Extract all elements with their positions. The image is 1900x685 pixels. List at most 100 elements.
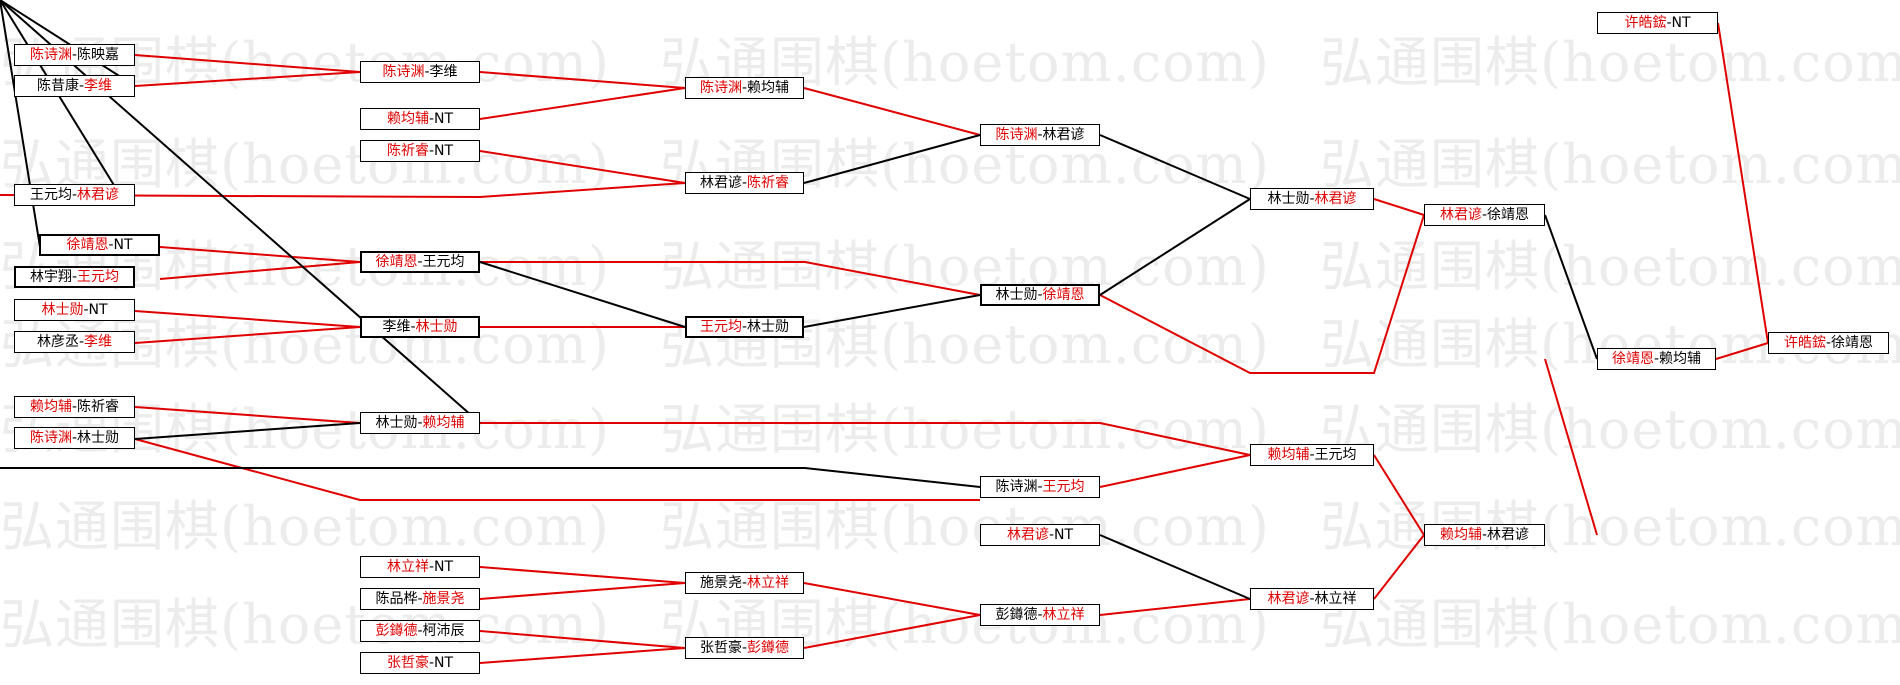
- bracket-line: [1373, 454, 1425, 536]
- player-name: 陈诗渊: [699, 80, 742, 96]
- bracket-match-box: 王元均-林士勋: [685, 316, 804, 338]
- bracket-line: [1099, 198, 1251, 296]
- player-name: 徐靖恩: [1042, 287, 1085, 303]
- player-name: 林宇翔: [29, 269, 72, 285]
- bracket-match-box: 林君谚-NT: [980, 524, 1100, 546]
- player-name: 林君谚: [1006, 527, 1049, 543]
- player-name: 彭鐏德: [995, 607, 1038, 623]
- bracket-line: [803, 294, 981, 328]
- player-name: 陈祈睿: [77, 399, 120, 415]
- bracket-match-box: 徐靖恩-赖均辅: [1597, 348, 1716, 370]
- bracket-line: [134, 326, 361, 344]
- bracket-line: [1717, 22, 1769, 344]
- bracket-match-box: 许皓鋐-NT: [1597, 12, 1718, 34]
- bracket-line: [134, 71, 361, 87]
- player-name: 林立祥: [1314, 591, 1357, 607]
- player-name: 徐靖恩: [375, 254, 418, 270]
- bracket-match-box: 陈诗渊-赖均辅: [685, 77, 804, 99]
- player-name: 彭鐏德: [375, 623, 418, 639]
- bracket-match-box: 陈诗渊-林士勋: [14, 427, 135, 449]
- player-name: 林彦丞: [36, 334, 79, 350]
- bracket-match-box: 林士勋-徐靖恩: [980, 284, 1100, 306]
- player-name: 赖均辅: [422, 415, 465, 431]
- bracket-line: [479, 566, 686, 584]
- bracket-line: [480, 422, 1251, 456]
- player-name: 林立祥: [747, 575, 790, 591]
- bracket-line: [134, 438, 980, 501]
- player-name: 林君谚: [1439, 207, 1482, 223]
- bracket-match-box: 林彦丞-李维: [14, 331, 135, 353]
- player-name: 陈昔康: [36, 78, 79, 94]
- bracket-line: [1544, 214, 1598, 360]
- bracket-match-box: 林宇翔-王元均: [14, 266, 135, 288]
- player-name: 许皓鋐: [1624, 15, 1667, 31]
- bracket-line: [0, 467, 981, 488]
- bracket-match-box: 张哲豪-彭鐏德: [685, 637, 804, 659]
- player-name: 林君谚: [1487, 527, 1530, 543]
- bracket-line: [480, 261, 981, 296]
- player-name: 王元均: [1042, 479, 1085, 495]
- player-name: 陈诗渊: [29, 430, 72, 446]
- bracket-match-box: 林君谚-徐靖恩: [1424, 204, 1545, 226]
- player-name: 李维: [429, 64, 458, 80]
- bracket-line: [134, 54, 361, 73]
- player-name: 徐靖恩: [66, 237, 109, 253]
- player-name: 林立祥: [386, 559, 429, 575]
- bracket-line: [479, 647, 686, 664]
- bracket-match-box: 林君谚-陈祈睿: [685, 172, 804, 194]
- bracket-match-box: 林士勋-NT: [14, 299, 135, 321]
- bracket-match-box: 陈昔康-李维: [14, 75, 135, 97]
- bracket-line: [0, 0, 121, 196]
- player-name: 李维: [84, 78, 113, 94]
- bracket-line: [1099, 534, 1251, 600]
- player-name: 陈诗渊: [29, 47, 72, 63]
- bracket-match-box: 林士勋-林君谚: [1250, 188, 1374, 210]
- bracket-match-box: 陈品桦-施景尧: [360, 588, 480, 610]
- player-name: 林士勋: [77, 430, 120, 446]
- player-name: 林君谚: [699, 175, 742, 191]
- bracket-match-box: 陈诗渊-林君谚: [980, 124, 1100, 146]
- bracket-match-box: 彭鐏德-林立祥: [980, 604, 1100, 626]
- player-name: NT: [434, 655, 454, 671]
- player-name: NT: [434, 559, 454, 575]
- player-name: NT: [434, 143, 454, 159]
- player-name: 林君谚: [1267, 591, 1310, 607]
- player-name: 赖均辅: [1659, 351, 1702, 367]
- player-name: 林君谚: [1042, 127, 1085, 143]
- player-name: 陈品桦: [375, 591, 418, 607]
- player-name: 张哲豪: [386, 655, 429, 671]
- bracket-line: [479, 87, 686, 120]
- player-name: 林君谚: [77, 187, 120, 203]
- bracket-match-box: 徐靖恩-NT: [39, 234, 160, 256]
- player-name: 彭鐏德: [747, 640, 790, 656]
- bracket-match-box: 王元均-林君谚: [14, 184, 135, 206]
- player-name: 林士勋: [41, 302, 84, 318]
- player-name: NT: [113, 237, 133, 253]
- player-name: 林立祥: [1042, 607, 1085, 623]
- player-name: 林士勋: [1267, 191, 1310, 207]
- bracket-line: [0, 182, 686, 199]
- bracket-match-box: 陈诗渊-王元均: [980, 476, 1100, 498]
- player-name: 柯沛辰: [422, 623, 465, 639]
- bracket-line: [1099, 214, 1425, 374]
- player-name: 王元均: [1314, 447, 1357, 463]
- player-name: 赖均辅: [1439, 527, 1482, 543]
- player-name: 张哲豪: [699, 640, 742, 656]
- player-name: 陈祈睿: [386, 143, 429, 159]
- bracket-line: [479, 150, 686, 184]
- player-name: NT: [1054, 527, 1074, 543]
- player-name: 林君谚: [1314, 191, 1357, 207]
- player-name: 王元均: [29, 187, 72, 203]
- bracket-line: [803, 582, 981, 616]
- bracket-line: [134, 422, 361, 440]
- bracket-match-box: 陈诗渊-李维: [360, 61, 480, 83]
- player-name: 赖均辅: [1267, 447, 1310, 463]
- player-name: NT: [88, 302, 108, 318]
- bracket-line: [1373, 198, 1425, 216]
- bracket-match-box: 陈诗渊-陈映嘉: [14, 44, 135, 66]
- bracket-match-box: 李维-林士勋: [360, 316, 480, 338]
- bracket-line: [479, 630, 686, 649]
- bracket-line: [1373, 534, 1425, 600]
- player-name: NT: [1671, 15, 1691, 31]
